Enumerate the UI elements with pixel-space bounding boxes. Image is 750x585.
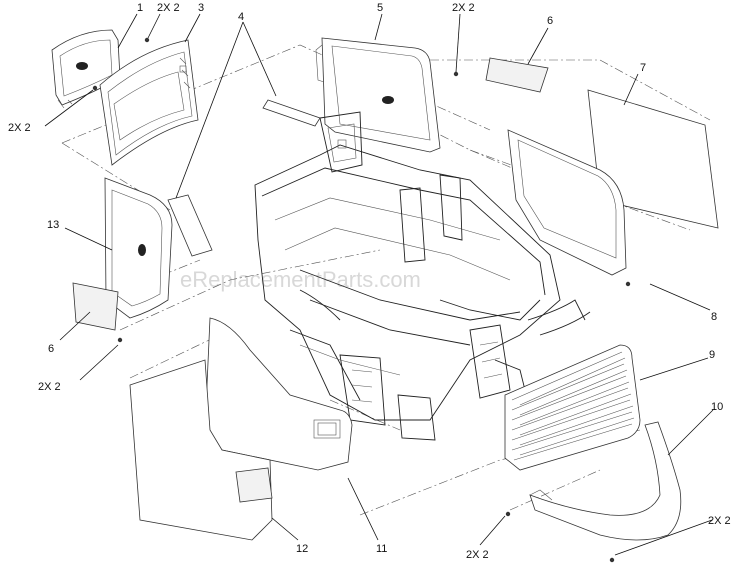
- part-6-decal-upper: [485, 57, 549, 93]
- callout-2x2-left: 2X 2: [8, 122, 31, 134]
- part-8-side-panel: [507, 129, 627, 276]
- part-10-bumper: [529, 421, 682, 541]
- callout-10: 10: [711, 401, 723, 413]
- fasteners: [92, 37, 631, 563]
- callout-9: 9: [709, 349, 715, 361]
- callout-3: 3: [198, 2, 204, 14]
- callout-7: 7: [640, 62, 646, 74]
- callout-5: 5: [377, 2, 383, 14]
- watermark-text: eReplacementParts.com: [180, 267, 421, 292]
- part-4-seal-strips: [167, 99, 321, 257]
- part-11-front-panel: [204, 317, 353, 471]
- callout-2x2-top-center: 2X 2: [452, 2, 475, 14]
- callout-13: 13: [47, 219, 59, 231]
- callout-2x2-lower-right: 2X 2: [708, 515, 731, 527]
- part-5-side-panel: [315, 37, 441, 153]
- callout-2x2-top-left: 2X 2: [157, 2, 180, 14]
- callout-6-lower: 6: [48, 343, 54, 355]
- callout-1: 1: [137, 2, 143, 14]
- part-3-grille-frame: [99, 39, 199, 166]
- leader-lines: [44, 13, 714, 556]
- callout-11: 11: [376, 543, 387, 555]
- part-12-sheet: [129, 359, 273, 541]
- callout-2x2-bottom: 2X 2: [466, 549, 489, 561]
- callout-8: 8: [711, 311, 717, 323]
- part-13-side-panel: [104, 177, 173, 319]
- part-6-decal-lower: [72, 282, 119, 331]
- callout-labels: 1 2X 2 3 4 5 2X 2 6 7 2X 2 13 8 6 9 2X 2…: [8, 2, 731, 561]
- chassis-frame: [254, 111, 591, 441]
- callout-2x2-lower-left: 2X 2: [38, 381, 61, 393]
- callout-4: 4: [238, 11, 244, 23]
- part-9-grille: [504, 344, 641, 471]
- callout-6-upper: 6: [547, 15, 553, 27]
- callout-12: 12: [296, 543, 308, 555]
